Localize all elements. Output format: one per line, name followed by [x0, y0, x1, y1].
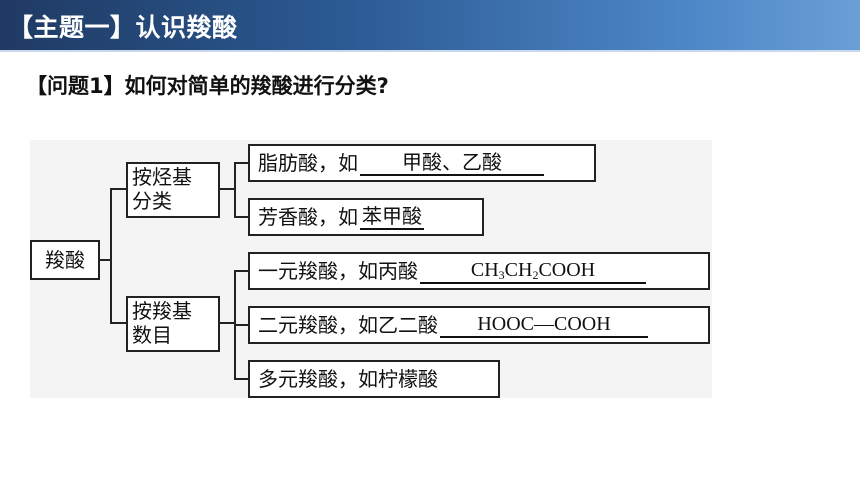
leaf-mono-text: 一元羧酸，如丙酸 [258, 259, 418, 283]
leaf-di-text: 二元羧酸，如乙二酸 [258, 313, 438, 337]
header-bar: 【主题一】认识羧酸 [0, 0, 860, 52]
leaf-aromatic-acid-answer: 苯甲酸 [360, 204, 424, 230]
branch-hydrocarbon-node: 按烃基 分类 [126, 162, 220, 218]
root-connector [100, 259, 110, 261]
leaf3-connector [234, 270, 248, 272]
branch2-label-line1: 按羧基 [132, 299, 192, 323]
branch1-label-line1: 按烃基 [132, 165, 192, 189]
formula-part: CH [504, 258, 533, 281]
leaf-fatty-acid-answer: 甲酸、乙酸 [360, 150, 544, 176]
formula-subscript: 2 [532, 267, 539, 282]
classification-diagram: 羧酸 按烃基 分类 按羧基 数目 脂肪酸，如 甲酸、乙酸 芳香酸，如 苯甲酸 一… [30, 140, 712, 398]
formula-part: COOH [538, 258, 596, 281]
leaf-poly-text: 多元羧酸，如柠檬酸 [258, 367, 438, 391]
leaf-mono-answer: CH3CH2COOH [420, 258, 646, 285]
question-text: 【问题1】如何对简单的羧酸进行分类? [26, 74, 389, 98]
root-node: 羧酸 [30, 240, 100, 280]
leaf-di-answer: HOOC—COOH [440, 312, 648, 338]
branch2-out-line [220, 322, 234, 324]
leaf-aromatic-acid: 芳香酸，如 苯甲酸 [248, 198, 484, 236]
leaf-fatty-acid-text: 脂肪酸，如 [258, 151, 358, 175]
root-label: 羧酸 [45, 248, 85, 272]
branch1-out-line [220, 188, 234, 190]
formula-part: CH [470, 258, 499, 281]
branch-carboxyl-count-node: 按羧基 数目 [126, 296, 220, 352]
leaf1-connector [234, 162, 248, 164]
branch1-label-line2: 分类 [132, 189, 172, 213]
branch1-vertical-line [234, 162, 236, 218]
leaf-monocarboxylic-acid: 一元羧酸，如丙酸 CH3CH2COOH [248, 252, 710, 290]
leaf-aromatic-acid-text: 芳香酸，如 [258, 205, 358, 229]
leaf-dicarboxylic-acid: 二元羧酸，如乙二酸 HOOC—COOH [248, 306, 710, 344]
branch2-connector [110, 322, 126, 324]
slide-title: 【主题一】认识羧酸 [8, 13, 238, 42]
leaf5-connector [234, 378, 248, 380]
leaf4-connector [234, 324, 248, 326]
leaf-polycarboxylic-acid: 多元羧酸，如柠檬酸 [248, 360, 500, 398]
leaf2-connector [234, 216, 248, 218]
branch1-connector [110, 188, 126, 190]
formula-subscript: 3 [498, 267, 505, 282]
root-vertical-line [110, 188, 112, 324]
branch2-label-line2: 数目 [132, 323, 172, 347]
leaf-fatty-acid: 脂肪酸，如 甲酸、乙酸 [248, 144, 596, 182]
